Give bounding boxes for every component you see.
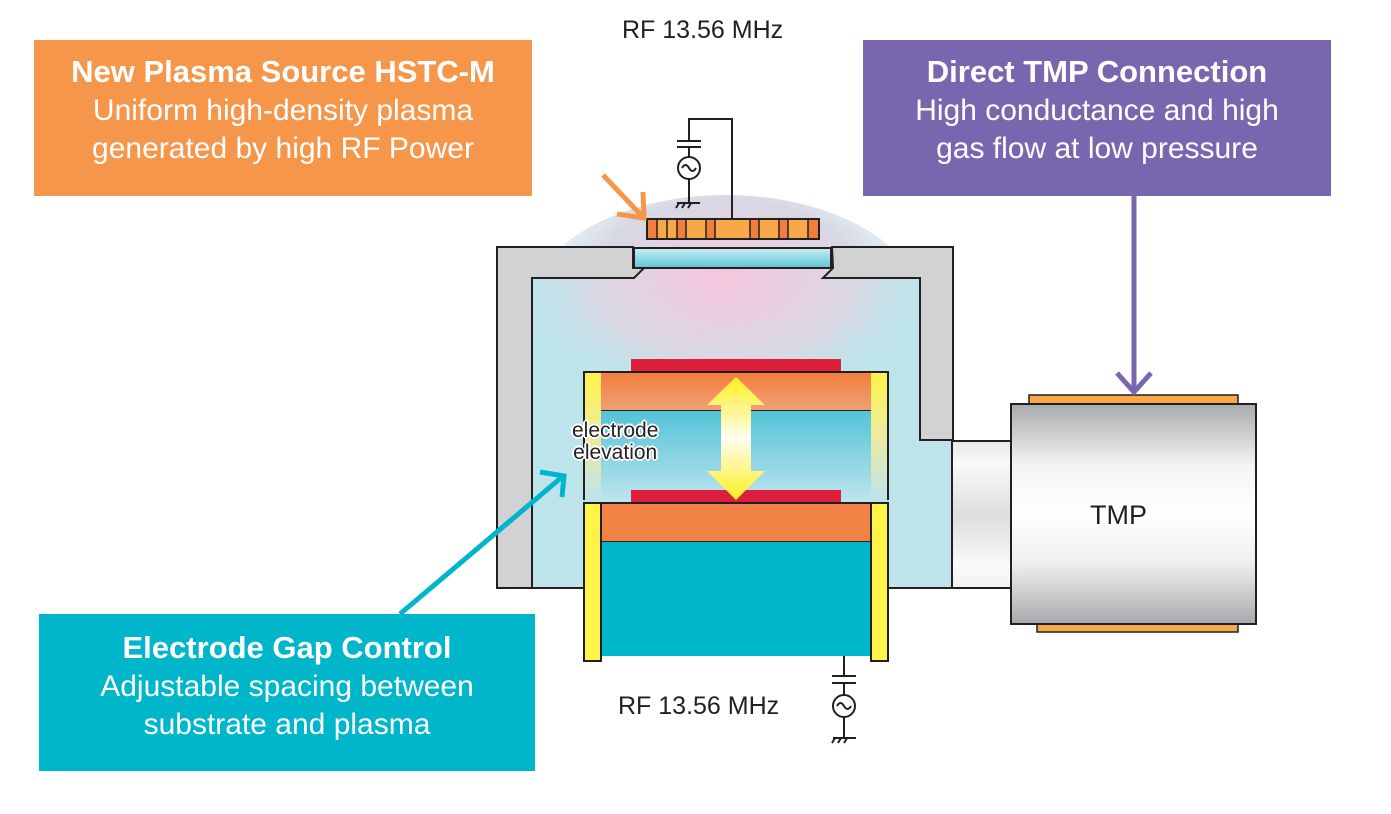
upper-insulator-right (871, 372, 888, 500)
gap-control-line1: Adjustable spacing between (100, 670, 474, 703)
upper-insulator-left (584, 372, 601, 500)
plasma-source-title: New Plasma Source HSTC-M (71, 54, 495, 89)
rf-bottom-label: RF 13.56 MHz (618, 692, 780, 720)
tmp-label: TMP (1090, 500, 1147, 530)
dielectric-window (633, 247, 832, 269)
tmp-connection-line1: High conductance and high (915, 94, 1279, 127)
gap-callout-arrow (398, 469, 567, 616)
gap-control-callout: Electrode Gap Control Adjustable spacing… (39, 614, 535, 771)
plasma-source-callout: New Plasma Source HSTC-M Uniform high-de… (34, 40, 532, 196)
rf-source-top (675, 118, 733, 219)
electrode-elevation-label: electrode elevation (572, 420, 658, 464)
rf-source-bottom (831, 656, 856, 744)
tmp-connection-line2: gas flow at low pressure (936, 132, 1258, 165)
lower-insulator-left (583, 502, 602, 662)
tmp-connection-callout: Direct TMP Connection High conductance a… (863, 40, 1331, 196)
upper-target (631, 359, 841, 373)
tmp-body (1010, 403, 1257, 625)
elevation-line2: elevation (573, 441, 658, 464)
tmp-connection-title: Direct TMP Connection (926, 54, 1268, 89)
pump-port (951, 440, 1013, 589)
gap-control-line2: substrate and plasma (143, 708, 431, 741)
plasma-source-line2: generated by high RF Power (92, 132, 474, 165)
plasma-source-line1: Uniform high-density plasma (92, 94, 474, 127)
lower-electrode (600, 502, 873, 543)
lower-insulator-right (870, 502, 889, 662)
substrate-stage (601, 542, 872, 656)
rf-coil (646, 218, 820, 240)
rf-top-label: RF 13.56 MHz (622, 16, 784, 44)
elevation-line1: electrode (572, 419, 659, 442)
gap-control-title: Electrode Gap Control (122, 630, 452, 665)
plasma-callout-arrow (601, 173, 647, 221)
tmp-callout-arrow (1115, 196, 1153, 396)
elevation-arrow (707, 377, 765, 500)
